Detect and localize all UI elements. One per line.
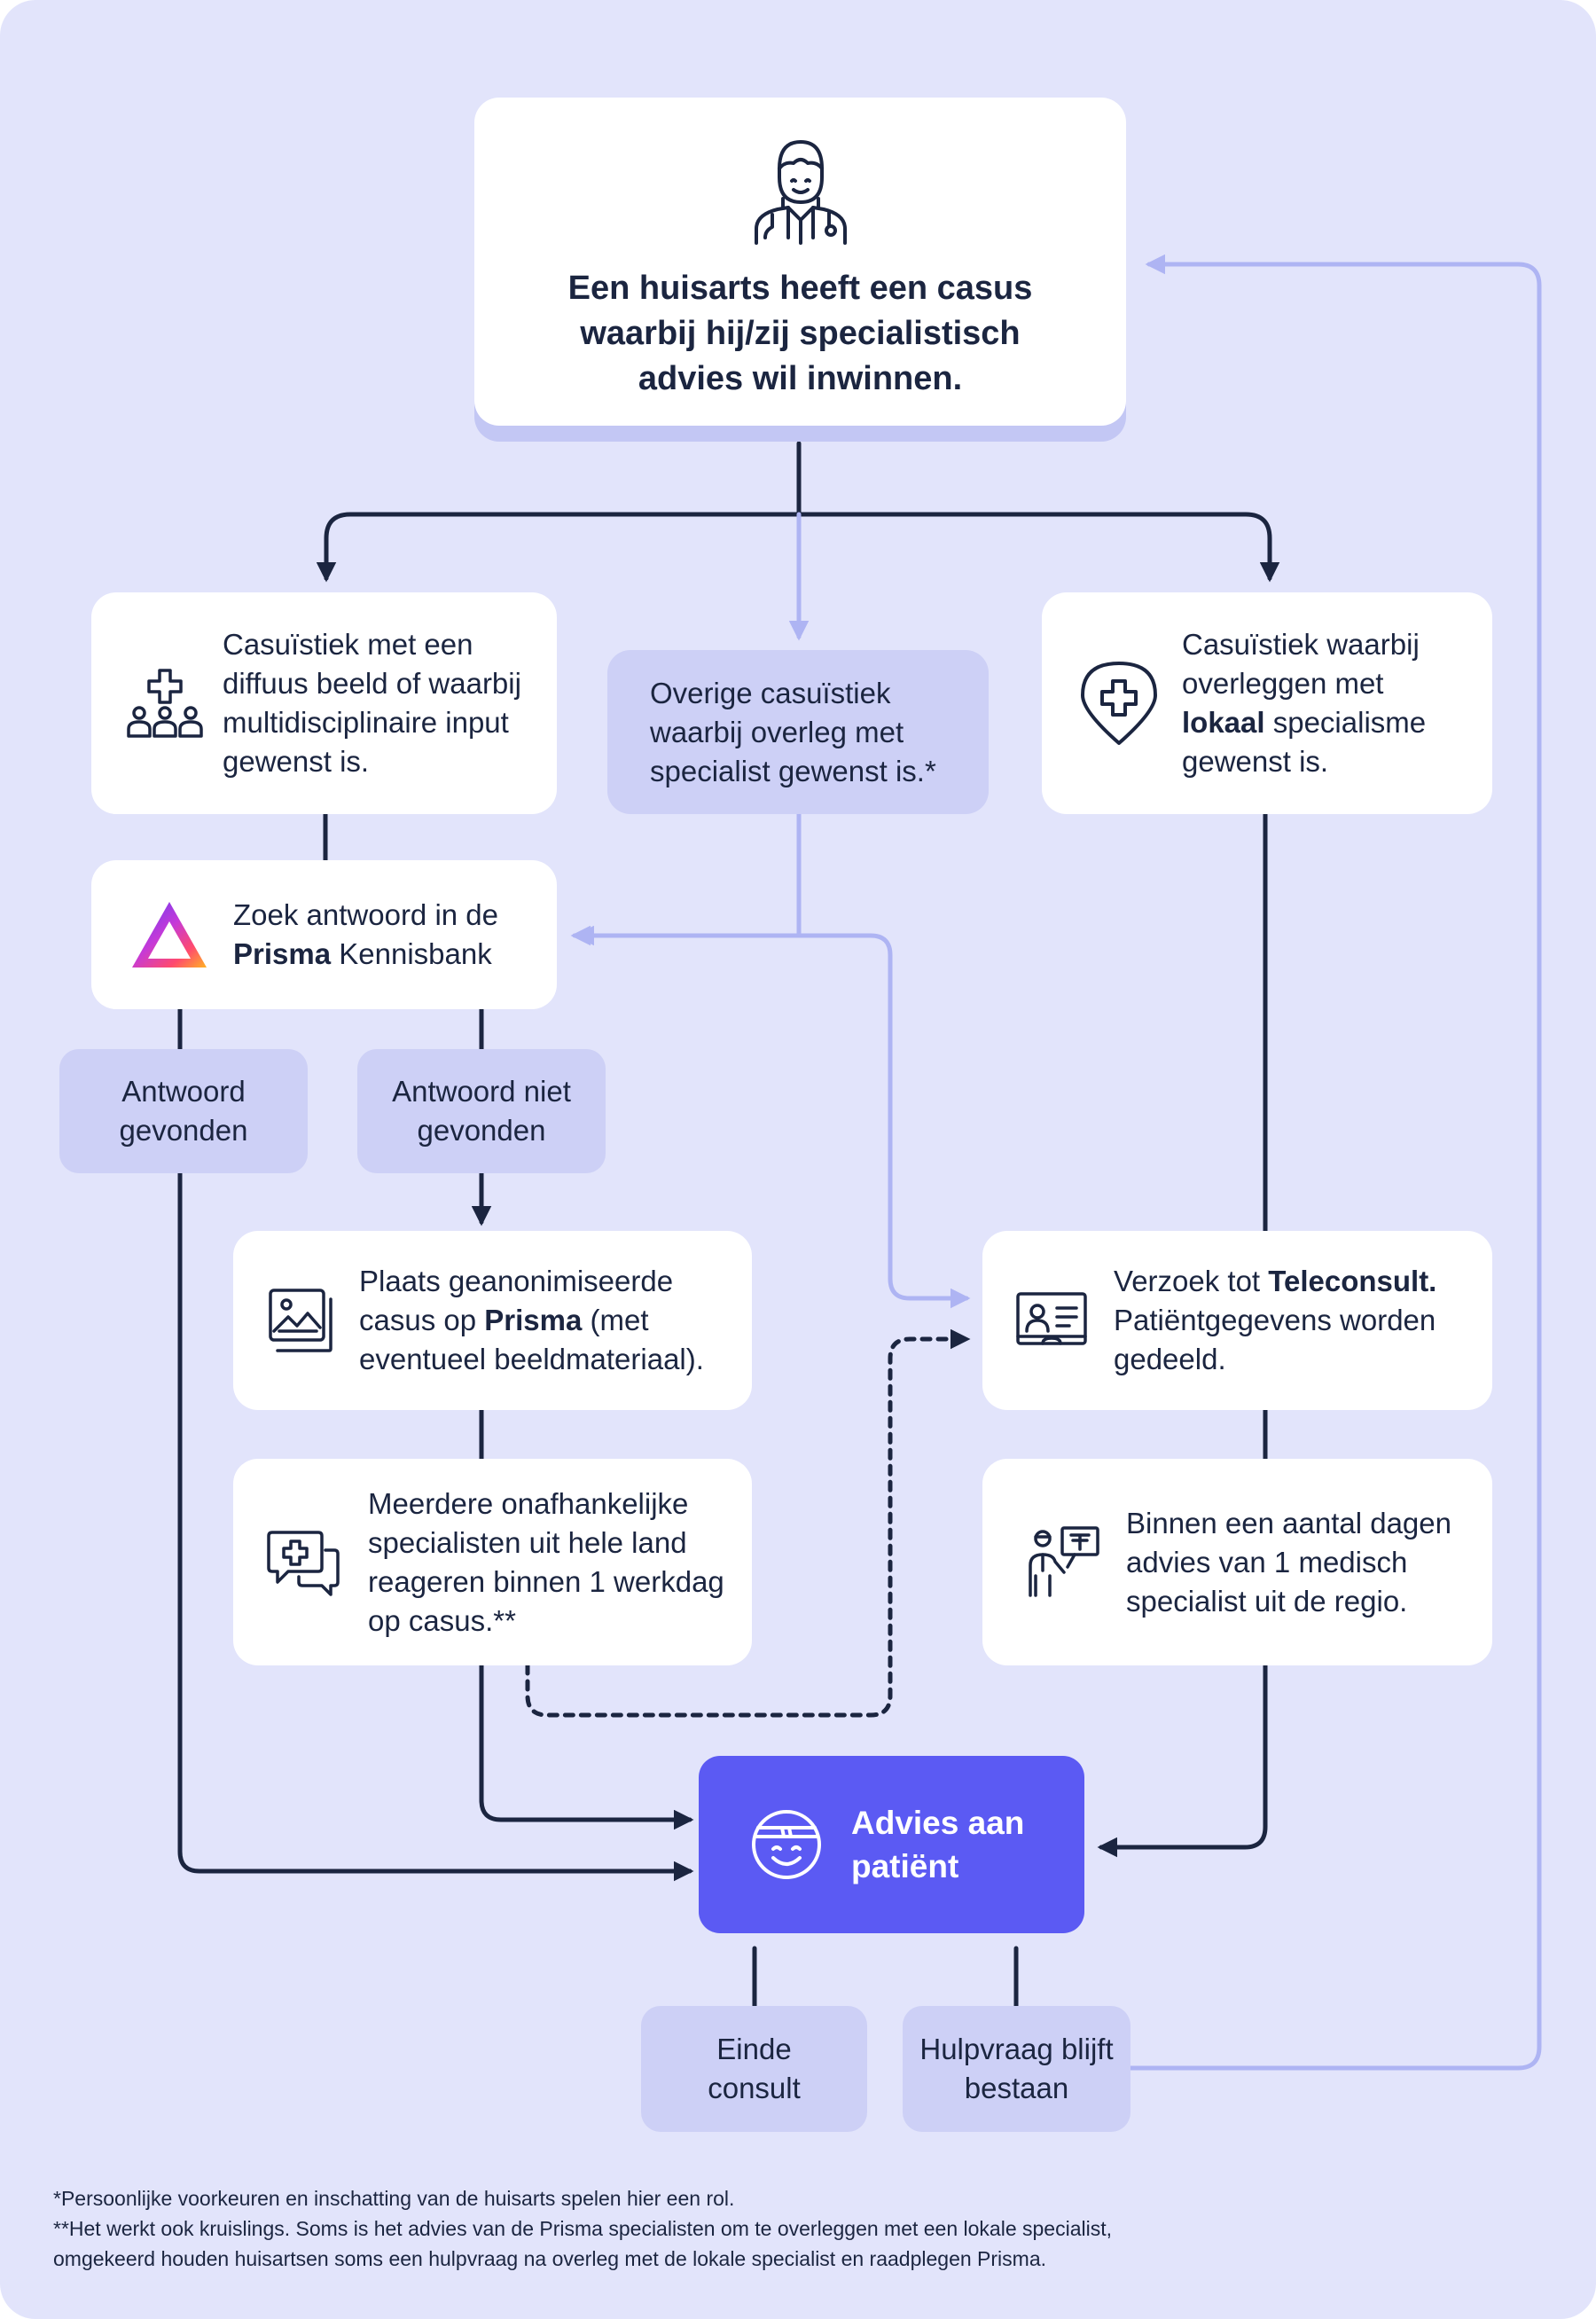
prisma-logo	[125, 898, 214, 971]
patient-advice-text: Advies aan patiënt	[851, 1805, 1025, 1884]
answer-found-box: Antwoord gevonden	[59, 1049, 308, 1173]
footnote-3: omgekeerd houden huisartsen soms een hul…	[53, 2247, 1047, 2270]
doctor-icon	[744, 133, 857, 247]
connector-specialists-to-advice	[479, 1663, 694, 1830]
answer-not-found-text: Antwoord niet gevonden	[392, 1075, 571, 1147]
footnotes: *Persoonlijke voorkeuren en inschatting …	[53, 2183, 1112, 2274]
medical-team-icon	[125, 665, 205, 741]
start-box: Een huisarts heeft een casus waarbij hij…	[474, 98, 1126, 426]
location-medical-icon	[1079, 660, 1159, 747]
regional-advice-box: Binnen een aantal dagen advies van 1 med…	[982, 1459, 1492, 1665]
chat-medical-icon	[265, 1527, 341, 1598]
specialists-box: Meerdere onafhankelijke specialisten uit…	[233, 1459, 752, 1665]
teleconsult-box: Verzoek tot Teleconsult. Patiëntgegevens…	[982, 1231, 1492, 1410]
other-box: Overige casuïstiek waarbij overleg met s…	[607, 650, 989, 814]
connector-question-loop-back	[1128, 254, 1542, 2071]
knowledgebase-text: Zoek antwoord in de Prisma Kennisbank	[233, 898, 499, 970]
question-remains-text: Hulpvraag blijft bestaan	[919, 2033, 1114, 2104]
connector-regional-to-advice	[1097, 1663, 1268, 1858]
id-card-icon	[1014, 1292, 1089, 1349]
specialists-text: Meerdere onafhankelijke specialisten uit…	[368, 1486, 724, 1637]
doctor-presentation-icon	[1025, 1525, 1101, 1599]
connector-found-to-advice	[177, 1171, 694, 1882]
question-remains-box: Hulpvraag blijft bestaan	[903, 2006, 1130, 2132]
post-case-text: Plaats geanonimiseerde casus op Prisma (…	[359, 1265, 704, 1375]
patient-advice-box: Advies aan patiënt	[699, 1756, 1084, 1933]
post-case-box: Plaats geanonimiseerde casus op Prisma (…	[233, 1231, 752, 1410]
connector-specialists-to-teleconsult	[525, 1328, 971, 1718]
other-text: Overige casuïstiek waarbij overleg met s…	[650, 676, 936, 787]
footnote-2: **Het werkt ook kruislings. Soms is het …	[53, 2217, 1113, 2240]
answer-found-text: Antwoord gevonden	[119, 1075, 248, 1147]
end-consult-text: Einde consult	[708, 2033, 801, 2104]
local-box: Casuïstiek waarbij overleggen met lokaal…	[1042, 592, 1492, 814]
answer-not-found-box: Antwoord niet gevonden	[357, 1049, 606, 1173]
smiling-patient-icon	[747, 1808, 826, 1881]
connector-junction-to-teleconsult	[796, 933, 971, 1309]
multidisciplinary-text: Casuïstiek met een diffuus beeld of waar…	[223, 628, 521, 778]
multidisciplinary-box: Casuïstiek met een diffuus beeld of waar…	[91, 592, 557, 814]
image-gallery-icon	[265, 1287, 336, 1354]
local-text: Casuïstiek waarbij overleggen met lokaal…	[1182, 628, 1427, 778]
regional-advice-text: Binnen een aantal dagen advies van 1 med…	[1126, 1506, 1451, 1618]
teleconsult-text: Verzoek tot Teleconsult. Patiëntgegevens…	[1114, 1265, 1437, 1375]
end-consult-box: Einde consult	[641, 2006, 867, 2132]
footnote-1: *Persoonlijke voorkeuren en inschatting …	[53, 2187, 735, 2210]
start-text: Een huisarts heeft een casus waarbij hij…	[567, 270, 1033, 397]
knowledgebase-box: Zoek antwoord in de Prisma Kennisbank	[91, 860, 557, 1009]
